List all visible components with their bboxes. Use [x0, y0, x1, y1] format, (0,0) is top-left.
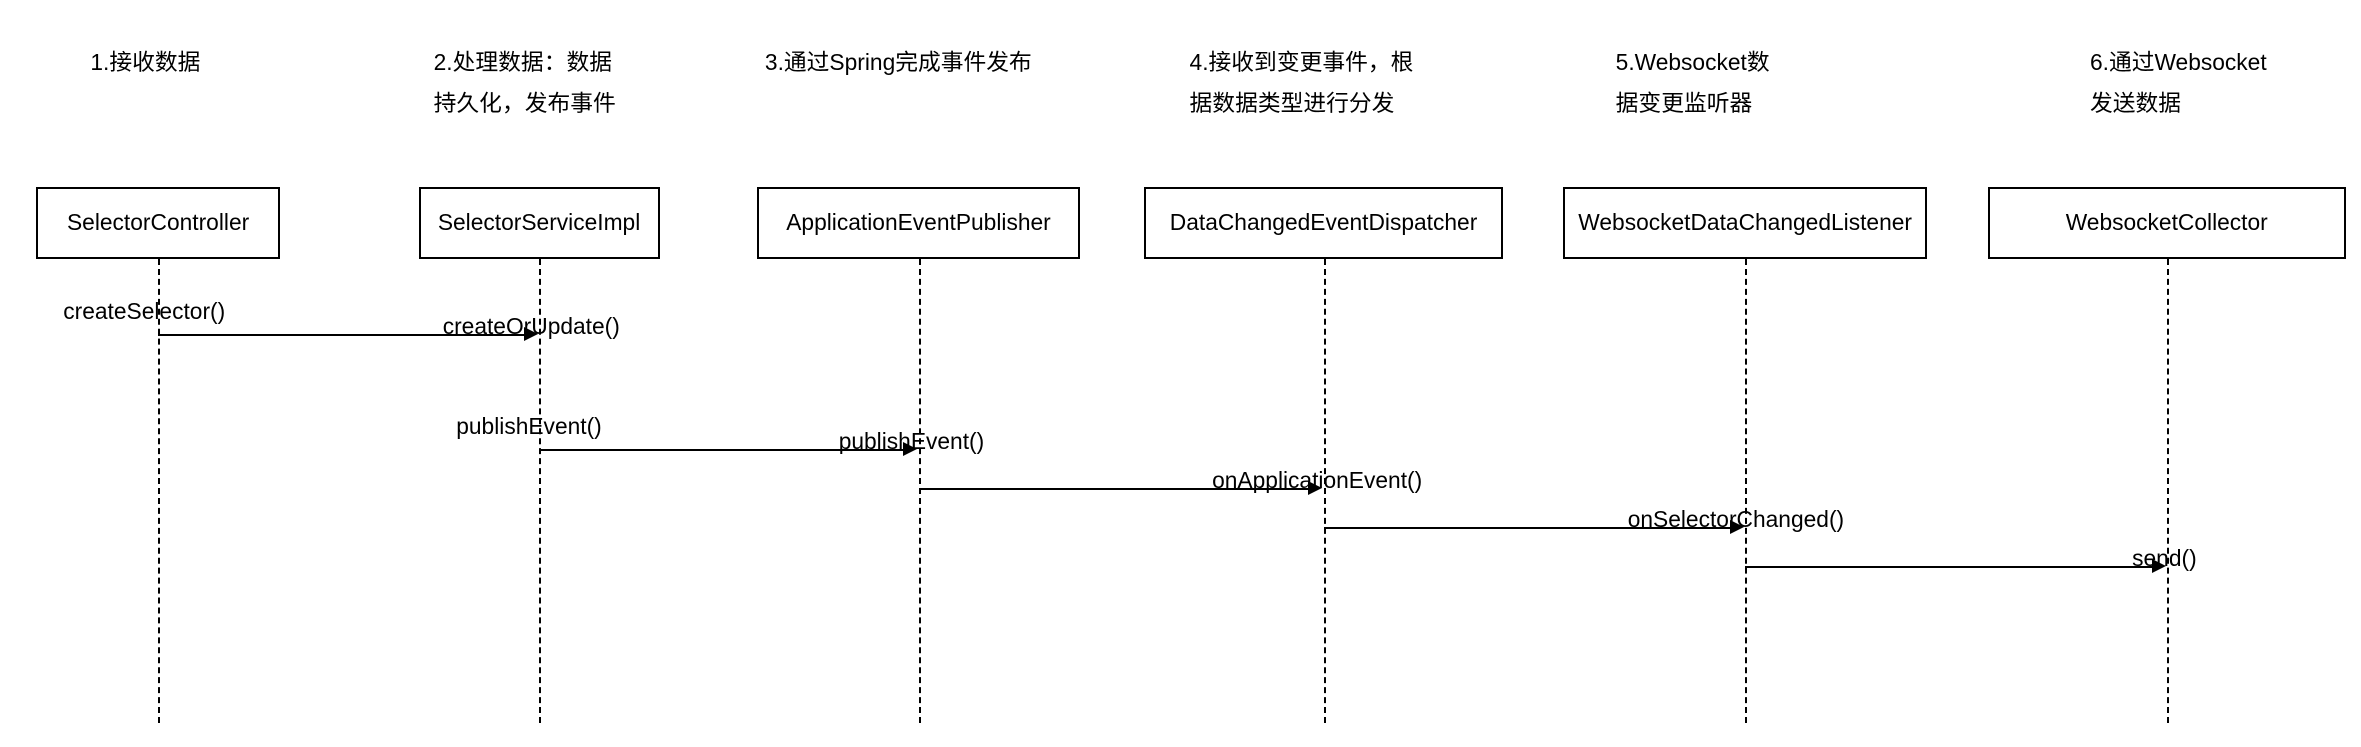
message-line-msg-create-selector — [158, 334, 524, 337]
message-source-label-msg-publish-event-1: publishEvent() — [456, 412, 602, 439]
participant-label: SelectorServiceImpl — [437, 209, 641, 236]
participant-label: WebsocketDataChangedListener — [1578, 209, 1912, 236]
participant-box-application-event-publisher[interactable]: ApplicationEventPublisher — [757, 186, 1080, 260]
participant-label: WebsocketCollector — [2065, 209, 2268, 236]
step-note-6: 6.通过Websocket 发送数据 — [2090, 42, 2267, 124]
message-source-label-msg-create-selector: createSelector() — [63, 298, 226, 325]
message-arrowhead-msg-publish-event-2 — [1308, 480, 1323, 495]
step-note-line: 4.接收到变更事件，根 — [1189, 49, 1414, 76]
participant-box-data-changed-event-dispatcher[interactable]: DataChangedEventDispatcher — [1144, 186, 1503, 260]
lifeline-websocket-data-changed-listener — [1745, 259, 1748, 723]
message-target-label-msg-create-selector: createOrUpdate() — [442, 313, 620, 340]
message-line-msg-publish-event-1 — [539, 448, 904, 451]
lifeline-application-event-publisher — [918, 259, 921, 723]
participant-label: SelectorController — [66, 209, 250, 236]
step-note-2: 2.处理数据：数据持久化，发布事件 — [434, 42, 616, 124]
message-target-label-msg-publish-event-2: onApplicationEvent() — [1212, 466, 1423, 493]
message-line-msg-on-application-event — [1323, 527, 1731, 530]
message-line-msg-publish-event-2 — [918, 487, 1309, 490]
lifeline-data-changed-event-dispatcher — [1323, 259, 1326, 723]
lifeline-selector-service-impl — [539, 259, 542, 723]
lifeline-selector-controller — [158, 259, 161, 723]
message-target-label-msg-on-application-event: onSelectorChanged() — [1627, 506, 1845, 533]
lifeline-websocket-collector — [2166, 259, 2169, 723]
step-note-4: 4.接收到变更事件，根据数据类型进行分发 — [1190, 42, 1414, 124]
step-note-line: 持久化，发布事件 — [433, 90, 616, 117]
participant-box-websocket-collector[interactable]: WebsocketCollector — [1987, 186, 2346, 260]
message-target-label-msg-on-selector-changed: send() — [2132, 545, 2197, 572]
message-arrowhead-msg-publish-event-1 — [903, 441, 918, 456]
message-target-label-msg-publish-event-1: publishEvent() — [838, 427, 985, 454]
step-note-line: 据数据类型进行分发 — [1189, 90, 1395, 117]
participant-label: ApplicationEventPublisher — [786, 209, 1051, 236]
step-note-line: 3.通过Spring完成事件发布 — [764, 49, 1032, 76]
step-note-line: 6.通过Websocket — [2089, 49, 2267, 76]
step-note-1: 1.接收数据 — [90, 42, 200, 83]
step-note-3: 3.通过Spring完成事件发布 — [765, 42, 1032, 83]
participant-label: DataChangedEventDispatcher — [1169, 209, 1478, 236]
participant-box-selector-controller[interactable]: SelectorController — [36, 186, 281, 260]
step-note-line: 1.接收数据 — [90, 49, 201, 76]
participant-box-websocket-data-changed-listener[interactable]: WebsocketDataChangedListener — [1562, 186, 1928, 260]
message-arrowhead-msg-on-selector-changed — [2151, 559, 2166, 574]
step-note-line: 5.Websocket数 — [1615, 49, 1770, 76]
message-arrowhead-msg-create-selector — [523, 327, 538, 342]
step-note-line: 据变更监听器 — [1615, 90, 1753, 117]
participant-box-selector-service-impl[interactable]: SelectorServiceImpl — [418, 186, 660, 260]
message-line-msg-on-selector-changed — [1745, 566, 2152, 569]
step-note-line: 2.处理数据：数据 — [433, 49, 612, 76]
step-note-line: 发送数据 — [2089, 90, 2182, 117]
step-note-5: 5.Websocket数据变更监听器 — [1616, 42, 1770, 124]
message-arrowhead-msg-on-application-event — [1730, 520, 1745, 535]
